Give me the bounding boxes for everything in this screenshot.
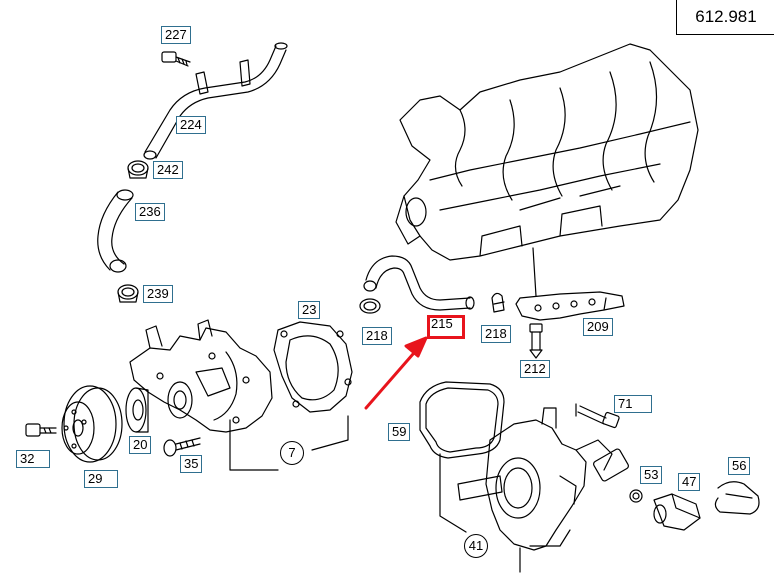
part-212-bolt bbox=[529, 323, 543, 359]
callout-224[interactable]: 224 bbox=[176, 116, 206, 134]
water-pump-assembly bbox=[129, 319, 273, 433]
intake-manifold bbox=[395, 43, 699, 297]
callout-20[interactable]: 20 bbox=[129, 436, 152, 454]
callout-242[interactable]: 242 bbox=[153, 161, 183, 179]
callout-236[interactable]: 236 bbox=[135, 203, 165, 221]
callout-218-left[interactable]: 218 bbox=[362, 327, 392, 345]
part-209-bracket bbox=[515, 291, 625, 321]
callout-227[interactable]: 227 bbox=[161, 26, 191, 44]
callout-215[interactable]: 215 bbox=[431, 316, 453, 331]
part-20-hub bbox=[125, 387, 149, 433]
part-224-coolant-pipe bbox=[143, 42, 288, 160]
part-23-gasket bbox=[273, 321, 353, 413]
highlight-arrow bbox=[364, 336, 428, 410]
callout-7[interactable]: 7 bbox=[280, 441, 304, 465]
callout-239[interactable]: 239 bbox=[143, 285, 173, 303]
callout-218-right[interactable]: 218 bbox=[481, 325, 511, 343]
callout-32[interactable]: 32 bbox=[16, 450, 50, 468]
callout-7-bracket bbox=[229, 415, 349, 471]
highlight-box-215 bbox=[427, 315, 465, 339]
callout-212[interactable]: 212 bbox=[520, 360, 550, 378]
part-236-hose bbox=[97, 189, 134, 273]
callout-59[interactable]: 59 bbox=[388, 423, 411, 441]
callout-35[interactable]: 35 bbox=[180, 455, 203, 473]
callout-41[interactable]: 41 bbox=[464, 534, 488, 558]
thermostat-housing bbox=[439, 407, 629, 573]
part-59-gasket bbox=[419, 381, 505, 459]
callout-56[interactable]: 56 bbox=[728, 457, 751, 475]
part-239-clamp bbox=[117, 284, 139, 303]
callout-209[interactable]: 209 bbox=[583, 318, 613, 336]
part-242-clamp bbox=[127, 160, 149, 179]
part-53-o-ring bbox=[629, 489, 643, 503]
part-32-bolt bbox=[25, 423, 57, 437]
callout-23[interactable]: 23 bbox=[298, 301, 321, 319]
callout-47[interactable]: 47 bbox=[678, 473, 701, 491]
part-227-bolt bbox=[161, 51, 191, 67]
callout-29[interactable]: 29 bbox=[84, 470, 118, 488]
part-47-sensor bbox=[653, 493, 701, 531]
part-215-hose bbox=[363, 255, 475, 311]
part-29-pulley bbox=[61, 385, 123, 463]
part-71-bolt bbox=[575, 403, 620, 429]
part-56-clip bbox=[714, 481, 760, 515]
callout-53[interactable]: 53 bbox=[640, 466, 663, 484]
part-218-clamp-right bbox=[491, 292, 505, 313]
sheet-number: 612.981 bbox=[676, 0, 774, 35]
part-218-clamp-left bbox=[359, 298, 381, 314]
callout-71[interactable]: 71 bbox=[614, 395, 652, 413]
part-35-bolt bbox=[163, 437, 201, 457]
